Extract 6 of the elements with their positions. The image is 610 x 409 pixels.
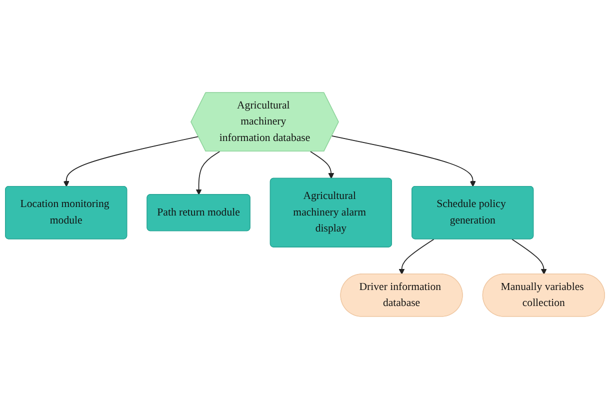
arrow: [512, 238, 547, 275]
arrow: [332, 136, 476, 187]
arrow: [63, 136, 199, 187]
arrow: [310, 151, 334, 179]
arrow: [398, 238, 434, 275]
arrow: [196, 151, 220, 195]
